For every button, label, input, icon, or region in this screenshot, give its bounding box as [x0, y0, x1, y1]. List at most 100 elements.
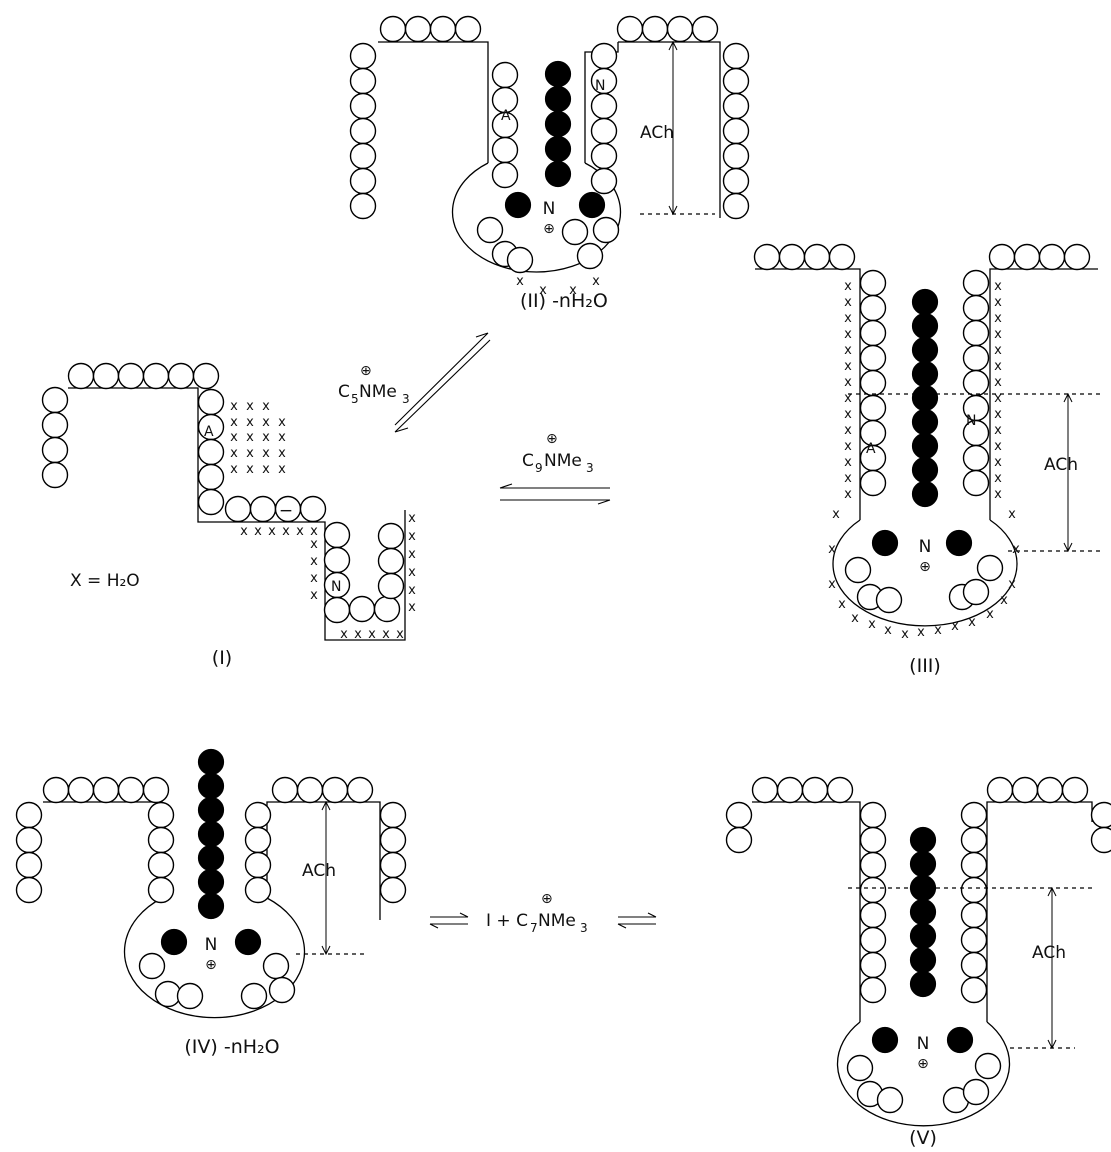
protein-ball [351, 94, 376, 119]
protein-ball [149, 853, 174, 878]
equilibrium-c5: C 5 NMe 3 ⊕ [338, 333, 490, 432]
protein-ball [493, 138, 518, 163]
water-mark: x [368, 627, 376, 642]
protein-ball [351, 119, 376, 144]
water-mark: x [408, 511, 416, 526]
alkyl-chain-ball [199, 750, 224, 775]
protein-ball [298, 778, 323, 803]
water-mark: x [994, 391, 1002, 406]
site-a-1: A [204, 424, 214, 440]
protein-ball [379, 549, 404, 574]
water-mark: x [844, 311, 852, 326]
site-minus-1: − [279, 501, 293, 521]
water-mark: x [354, 627, 362, 642]
protein-ball [861, 296, 886, 321]
protein-ball [323, 778, 348, 803]
protein-ball [17, 853, 42, 878]
protein-ball [861, 903, 886, 928]
water-mark: x [994, 375, 1002, 390]
water-mark: x [832, 507, 840, 522]
protein-ball [350, 597, 375, 622]
protein-ball [724, 119, 749, 144]
water-mark: x [844, 487, 852, 502]
protein-ball [381, 878, 406, 903]
protein-ball [778, 778, 803, 803]
protein-ball [727, 828, 752, 853]
alkyl-chain-ball [199, 894, 224, 919]
water-mark: x [844, 359, 852, 374]
protein-ball [508, 248, 533, 273]
water-mark: x [396, 627, 404, 642]
water-mark: x [278, 430, 286, 445]
c5-plus: ⊕ [360, 363, 372, 379]
alkyl-chain-ball [913, 290, 938, 315]
structure-label-3: (III) [909, 655, 941, 677]
protein-ball [878, 1088, 903, 1113]
water-mark: x [310, 588, 318, 603]
c5-base: C [338, 382, 350, 402]
water-mark: x [994, 423, 1002, 438]
protein-ball [964, 1080, 989, 1105]
water-mark: x [569, 283, 577, 298]
water-mark: x [278, 415, 286, 430]
protein-ball [990, 245, 1015, 270]
protein-ball [964, 346, 989, 371]
protein-ball [724, 44, 749, 69]
protein-ball [643, 17, 668, 42]
protein-ball [861, 471, 886, 496]
structure-3: A N N ⊕ ACh (III) [755, 245, 1101, 678]
water-mark: x [254, 524, 262, 539]
protein-ball [43, 388, 68, 413]
protein-ball [226, 497, 251, 522]
c9-sub2: 3 [586, 461, 594, 475]
protein-ball [877, 588, 902, 613]
protein-ball [178, 984, 203, 1009]
water-mark: x [296, 524, 304, 539]
water-mark: x [994, 279, 1002, 294]
protein-ball [962, 803, 987, 828]
water-mark: x [994, 407, 1002, 422]
alkyl-chain-ball [913, 458, 938, 483]
water-mark: x [246, 446, 254, 461]
protein-ball [964, 580, 989, 605]
protein-ball [848, 1056, 873, 1081]
protein-ball [43, 463, 68, 488]
protein-ball [861, 928, 886, 953]
site-a-3: A [866, 441, 876, 457]
protein-ball [1092, 803, 1111, 828]
ach-label-3: ACh [1044, 455, 1078, 475]
protein-ball [379, 574, 404, 599]
site-n-3: N [966, 413, 976, 429]
protein-ball [592, 44, 617, 69]
protein-ball [592, 144, 617, 169]
water-mark: x [516, 274, 524, 289]
alkyl-chain-ball [546, 62, 571, 87]
protein-ball [351, 44, 376, 69]
water-mark: x [230, 399, 238, 414]
water-mark: x [382, 627, 390, 642]
c9-rest: NMe [544, 451, 582, 471]
nitrogen-4: N [205, 935, 218, 955]
water-mark: x [934, 623, 942, 638]
c7-sub: 7 [530, 921, 538, 935]
water-mark: x [262, 399, 270, 414]
protein-ball [830, 245, 855, 270]
protein-ball [962, 978, 987, 1003]
protein-ball [199, 440, 224, 465]
structure-label-4: (IV) -nH₂O [184, 1036, 279, 1058]
protein-ball [964, 446, 989, 471]
equilibrium-c9: C 9 NMe 3 ⊕ [500, 431, 610, 504]
protein-ball [246, 828, 271, 853]
nitrogen-3: N [919, 537, 932, 557]
alkyl-chain-ball [911, 948, 936, 973]
protein-ball [962, 953, 987, 978]
protein-ball [69, 364, 94, 389]
side-group-ball [580, 193, 605, 218]
protein-ball [325, 548, 350, 573]
water-mark: x [844, 391, 852, 406]
water-mark: x [917, 625, 925, 640]
water-mark: x [994, 311, 1002, 326]
alkyl-chain-ball [913, 482, 938, 507]
water-mark: x [951, 619, 959, 634]
